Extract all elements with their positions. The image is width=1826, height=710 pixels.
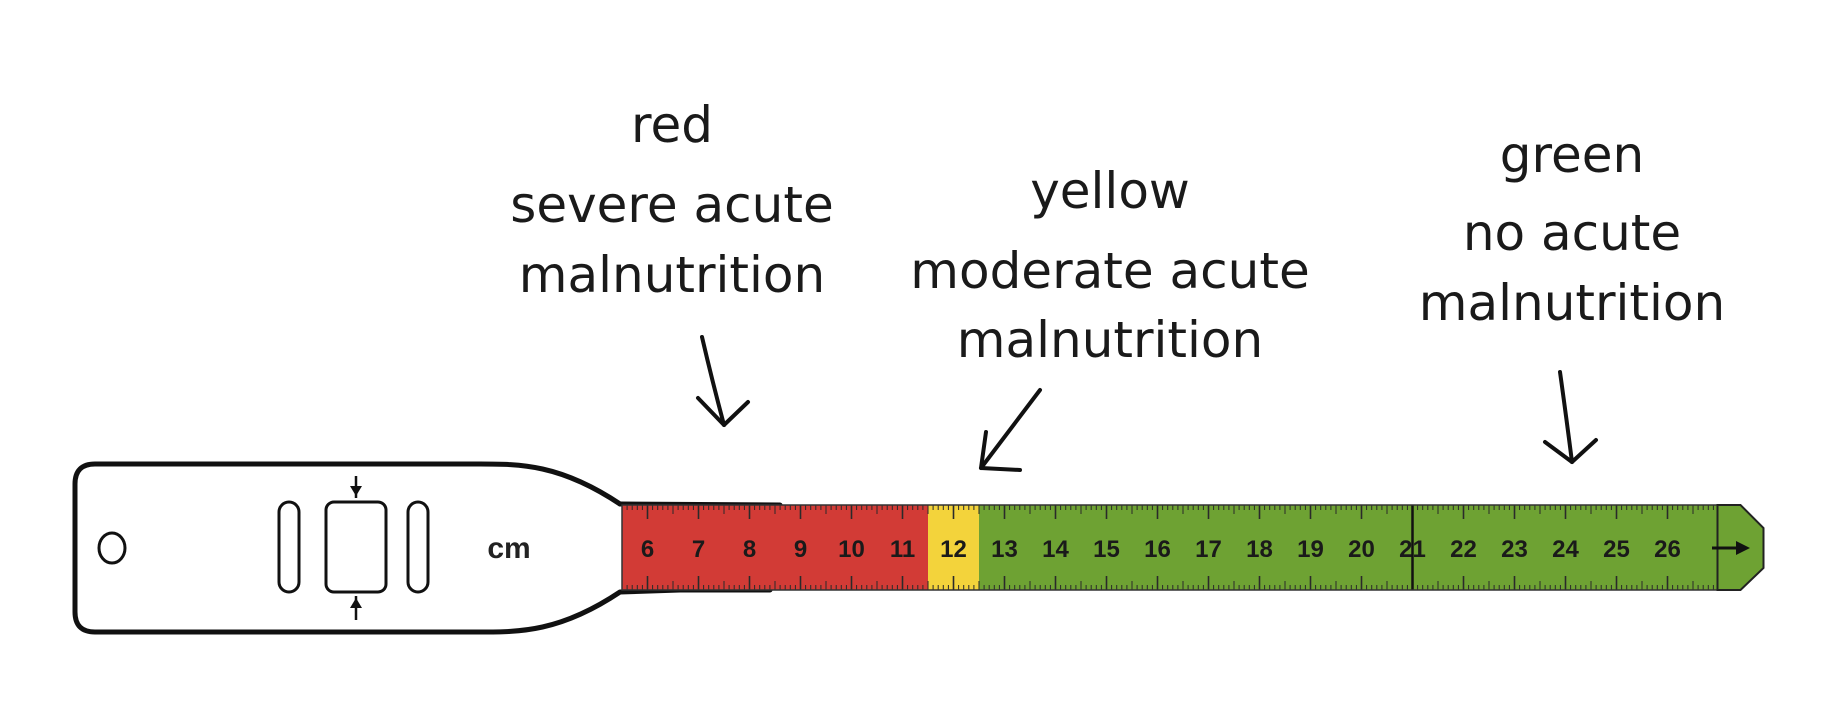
green-line1: no acute xyxy=(1463,204,1681,262)
window-top-arrow-icon xyxy=(350,476,362,498)
tape-handle-outline xyxy=(72,461,773,635)
tape-number-23: 23 xyxy=(1501,536,1528,563)
tape-ticks xyxy=(621,505,1720,590)
center-window-icon xyxy=(324,500,388,594)
red-line1: severe acute xyxy=(510,176,833,234)
yellow-line1: moderate acute xyxy=(910,242,1309,300)
tape-number-14: 14 xyxy=(1042,536,1069,563)
red-arrow xyxy=(696,335,750,427)
tape-number-11: 11 xyxy=(890,536,915,563)
yellow-annotation: yellow moderate acute malnutrition xyxy=(910,162,1309,369)
tape-number-18: 18 xyxy=(1246,536,1273,563)
tape-hole-icon xyxy=(97,531,127,565)
green-line2: malnutrition xyxy=(1419,274,1725,332)
direction-arrow-icon xyxy=(1712,541,1750,555)
red-color-label: red xyxy=(631,96,713,154)
tape-number-7: 7 xyxy=(692,536,705,563)
tape-number-21: 21 xyxy=(1399,536,1426,563)
red-annotation: red severe acute malnutrition xyxy=(510,96,833,304)
tape-number-17: 17 xyxy=(1195,536,1222,563)
tape-number-12: 12 xyxy=(940,536,967,563)
right-slot-icon xyxy=(406,500,430,594)
tape-number-15: 15 xyxy=(1093,536,1120,563)
tape-number-20: 20 xyxy=(1348,536,1375,563)
zone-red xyxy=(622,505,928,590)
tape-number-10: 10 xyxy=(838,536,865,563)
tape-number-9: 9 xyxy=(794,536,807,563)
window-bottom-arrow-icon xyxy=(350,596,362,620)
left-slot-icon xyxy=(277,500,301,594)
green-arrow xyxy=(1543,370,1598,464)
zone-green xyxy=(979,505,1719,590)
tape-number-8: 8 xyxy=(743,536,756,563)
red-line2: malnutrition xyxy=(519,246,825,304)
tape-number-24: 24 xyxy=(1552,536,1579,563)
tape-number-26: 26 xyxy=(1654,536,1681,563)
yellow-line2: malnutrition xyxy=(957,311,1263,369)
yellow-color-label: yellow xyxy=(1030,162,1190,220)
tape-number-13: 13 xyxy=(991,536,1018,563)
tape-numbers: 6 7 8 9 10 11 12 13 14 15 16 17 18 19 20 21 22 23 24 25 26 xyxy=(621,504,1720,591)
yellow-arrow xyxy=(979,388,1042,472)
tape-number-25: 25 xyxy=(1603,536,1630,563)
tape-color-zones xyxy=(622,505,1719,590)
green-annotation: green no acute malnutrition xyxy=(1419,126,1725,332)
zone-yellow xyxy=(928,505,979,590)
tape-number-19: 19 xyxy=(1297,536,1324,563)
unit-label: cm xyxy=(487,532,530,565)
tape-number-6: 6 xyxy=(641,536,654,563)
tape-number-16: 16 xyxy=(1144,536,1171,563)
green-color-label: green xyxy=(1500,126,1644,184)
tape-number-22: 22 xyxy=(1450,536,1477,563)
